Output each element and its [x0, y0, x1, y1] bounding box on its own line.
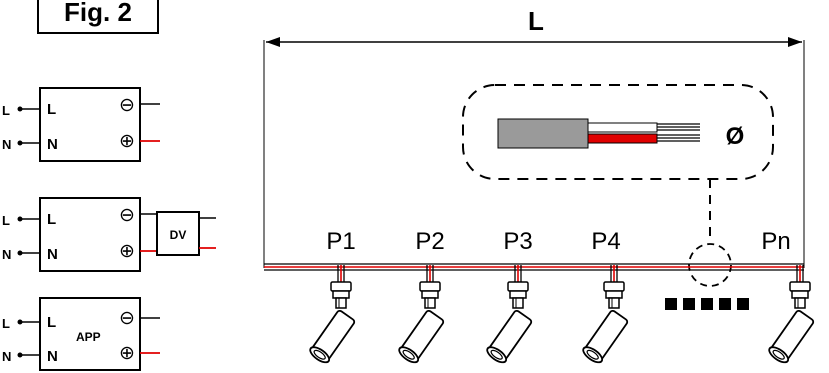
figure-title: Fig. 2 — [64, 0, 132, 27]
driver-2-minus: ⊖ — [119, 205, 135, 226]
position-labels: P1 P2 P3 P4 Pn — [326, 228, 790, 255]
position-label-p3: P3 — [503, 228, 532, 255]
driver-3-input-l: L — [2, 316, 10, 331]
driver-2-box-l: L — [47, 211, 56, 228]
spotlight-p3 — [483, 264, 535, 367]
driver-3: L N L N APP ⊖ ⊕ — [2, 297, 160, 371]
continuation-marks — [665, 298, 749, 310]
driver-3-input-n: N — [2, 349, 11, 364]
spotlight-p2 — [395, 264, 447, 367]
driver-3-plus: ⊕ — [119, 343, 135, 364]
driver-3-minus: ⊖ — [119, 308, 135, 329]
spotlight-p4 — [579, 264, 631, 367]
driver-1-input-n: N — [2, 137, 11, 152]
driver-1-input-l: L — [2, 103, 10, 118]
length-dimension: L — [263, 6, 805, 268]
position-label-p1: P1 — [326, 228, 355, 255]
driver-3-app-label: APP — [76, 330, 101, 344]
driver-3-box-n: N — [47, 348, 58, 365]
position-label-p4: P4 — [591, 228, 620, 255]
driver-1-plus: ⊕ — [119, 131, 135, 152]
track-bus — [264, 263, 804, 271]
position-label-p2: P2 — [415, 228, 444, 255]
driver-1-minus: ⊖ — [119, 95, 135, 116]
spotlight-pn — [765, 264, 817, 367]
driver-2: L N L N ⊖ ⊕ DV — [2, 197, 216, 272]
driver-3-box-l: L — [47, 314, 56, 331]
spotlights — [306, 264, 817, 367]
figure-title-box: Fig. 2 — [37, 0, 159, 34]
spotlight-p1 — [306, 264, 358, 367]
driver-2-box-n: N — [47, 246, 58, 263]
dv-module — [156, 211, 200, 256]
driver-2-plus: ⊕ — [119, 241, 135, 262]
driver-1-box-l: L — [47, 101, 56, 118]
dv-module-label: DV — [170, 228, 187, 242]
cable-detail: Ø — [462, 84, 774, 287]
length-label: L — [528, 6, 544, 36]
diameter-label: Ø — [726, 123, 745, 150]
driver-1: L N L N ⊖ ⊕ — [2, 87, 160, 162]
driver-1-box-n: N — [47, 136, 58, 153]
driver-2-input-l: L — [2, 213, 10, 228]
position-label-pn: Pn — [761, 228, 790, 255]
driver-2-input-n: N — [2, 247, 11, 262]
